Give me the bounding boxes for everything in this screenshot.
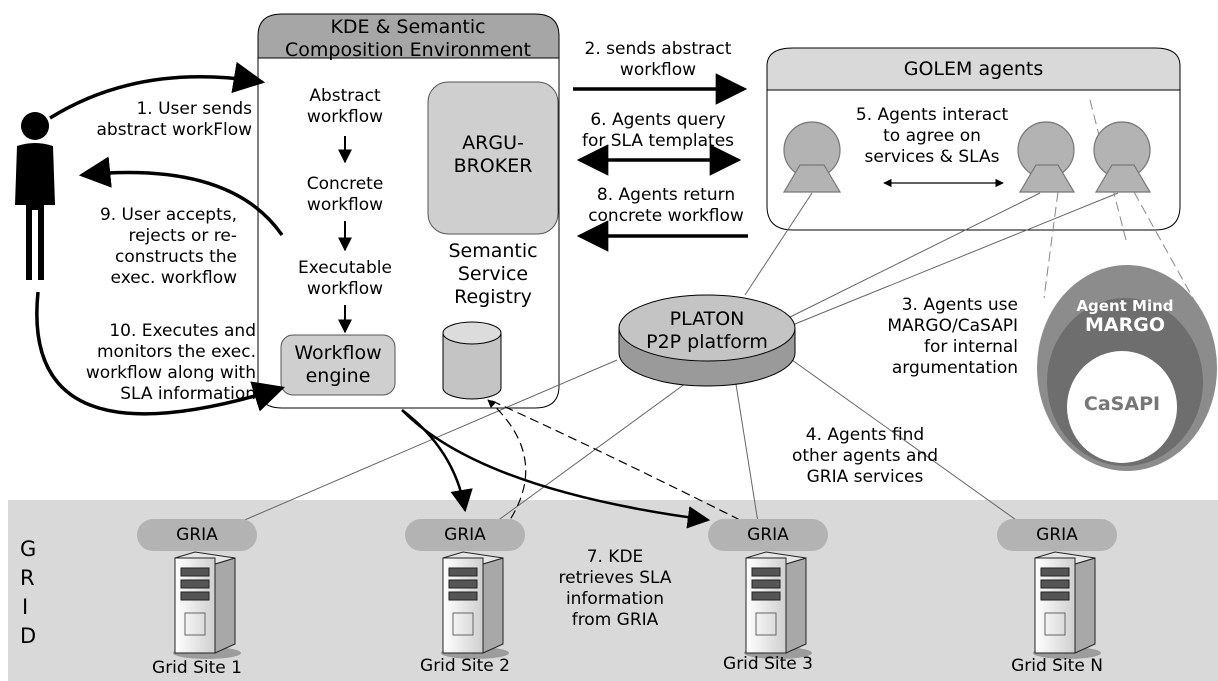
user-sends-arrow [49,61,266,120]
workflow-engine-label: Workflow engine [294,342,382,387]
argu-broker-box [427,81,559,235]
server-icon [441,551,509,659]
platon-platform [618,294,796,387]
margo-label: MARGO [1085,314,1165,336]
message-5: 5. Agents interact to agree on services … [855,105,1009,167]
step-executable: Executable workflow [298,258,392,299]
registry-label: Semantic Service Registry [448,240,538,308]
agent-icon [782,121,842,193]
kde-box [257,13,560,409]
message-8: 8. Agents return concrete workflow [588,185,744,226]
site-label-n: Grid Site N [1011,656,1103,676]
step-abstract: Abstract workflow [306,86,384,127]
gria-pill: GRIA [997,519,1117,551]
sla-retrieve-site2-arrow [487,399,527,531]
golem-agents-box [766,47,1181,231]
agents [782,121,1152,193]
gria-pill: GRIA [137,519,257,551]
message-9: 9. User accepts, rejects or re- construc… [99,205,237,288]
step-concrete: Concrete workflow [306,174,384,215]
casapi-label: CaSAPI [1083,393,1161,415]
gria-pill: GRIA [405,519,525,551]
grid-letter: R [20,566,35,590]
network-links [204,192,1119,538]
user-icon [15,112,55,280]
engine-to-site3-arrow [401,409,711,529]
site-label-3: Grid Site 3 [723,654,813,674]
agent-mind [1037,265,1217,471]
site-label-2: Grid Site 2 [420,656,510,676]
site-label-1: Grid Site 1 [152,658,242,678]
workflow-engine-box [280,334,396,396]
user-execute-arrow [35,291,286,416]
grid-letter: G [20,537,37,561]
engine-to-site2-arrow [401,409,473,513]
server-icon [173,551,241,659]
sla-retrieve-site3-arrow [489,399,741,521]
message-1: 1. User sends abstract workFlow [96,99,253,140]
message-4: 4. Agents find other agents and GRIA ser… [791,425,939,487]
platon-label: PLATON P2P platform [646,308,768,353]
grid-letter: D [20,624,37,648]
server-icon [1033,551,1101,659]
golem-title: GOLEM agents [903,58,1044,80]
agent-icon [1017,121,1076,193]
mind-links [1043,99,1195,301]
user-review-arrow [78,156,284,236]
message-7: 7. KDE retrieves SLA information from GR… [558,547,672,630]
service-registry-cylinder [442,321,502,400]
argu-broker-label: ARGU- BROKER [453,132,533,177]
agent-icon [1093,121,1152,193]
kde-title: KDE & Semantic Composition Environment [284,16,532,61]
gria-pill: GRIA [708,519,828,551]
agent-mind-title: Agent Mind [1076,297,1174,315]
grid-letter: I [22,595,29,619]
message-6: 6. Agents query for SLA templates [581,110,735,151]
message-10: 10. Executes and monitors the exec. work… [85,321,256,404]
server-icon [744,551,812,659]
message-2: 2. sends abstract workflow [584,39,732,80]
message-3: 3. Agents use MARGO/CaSAPI for internal … [887,295,1018,378]
